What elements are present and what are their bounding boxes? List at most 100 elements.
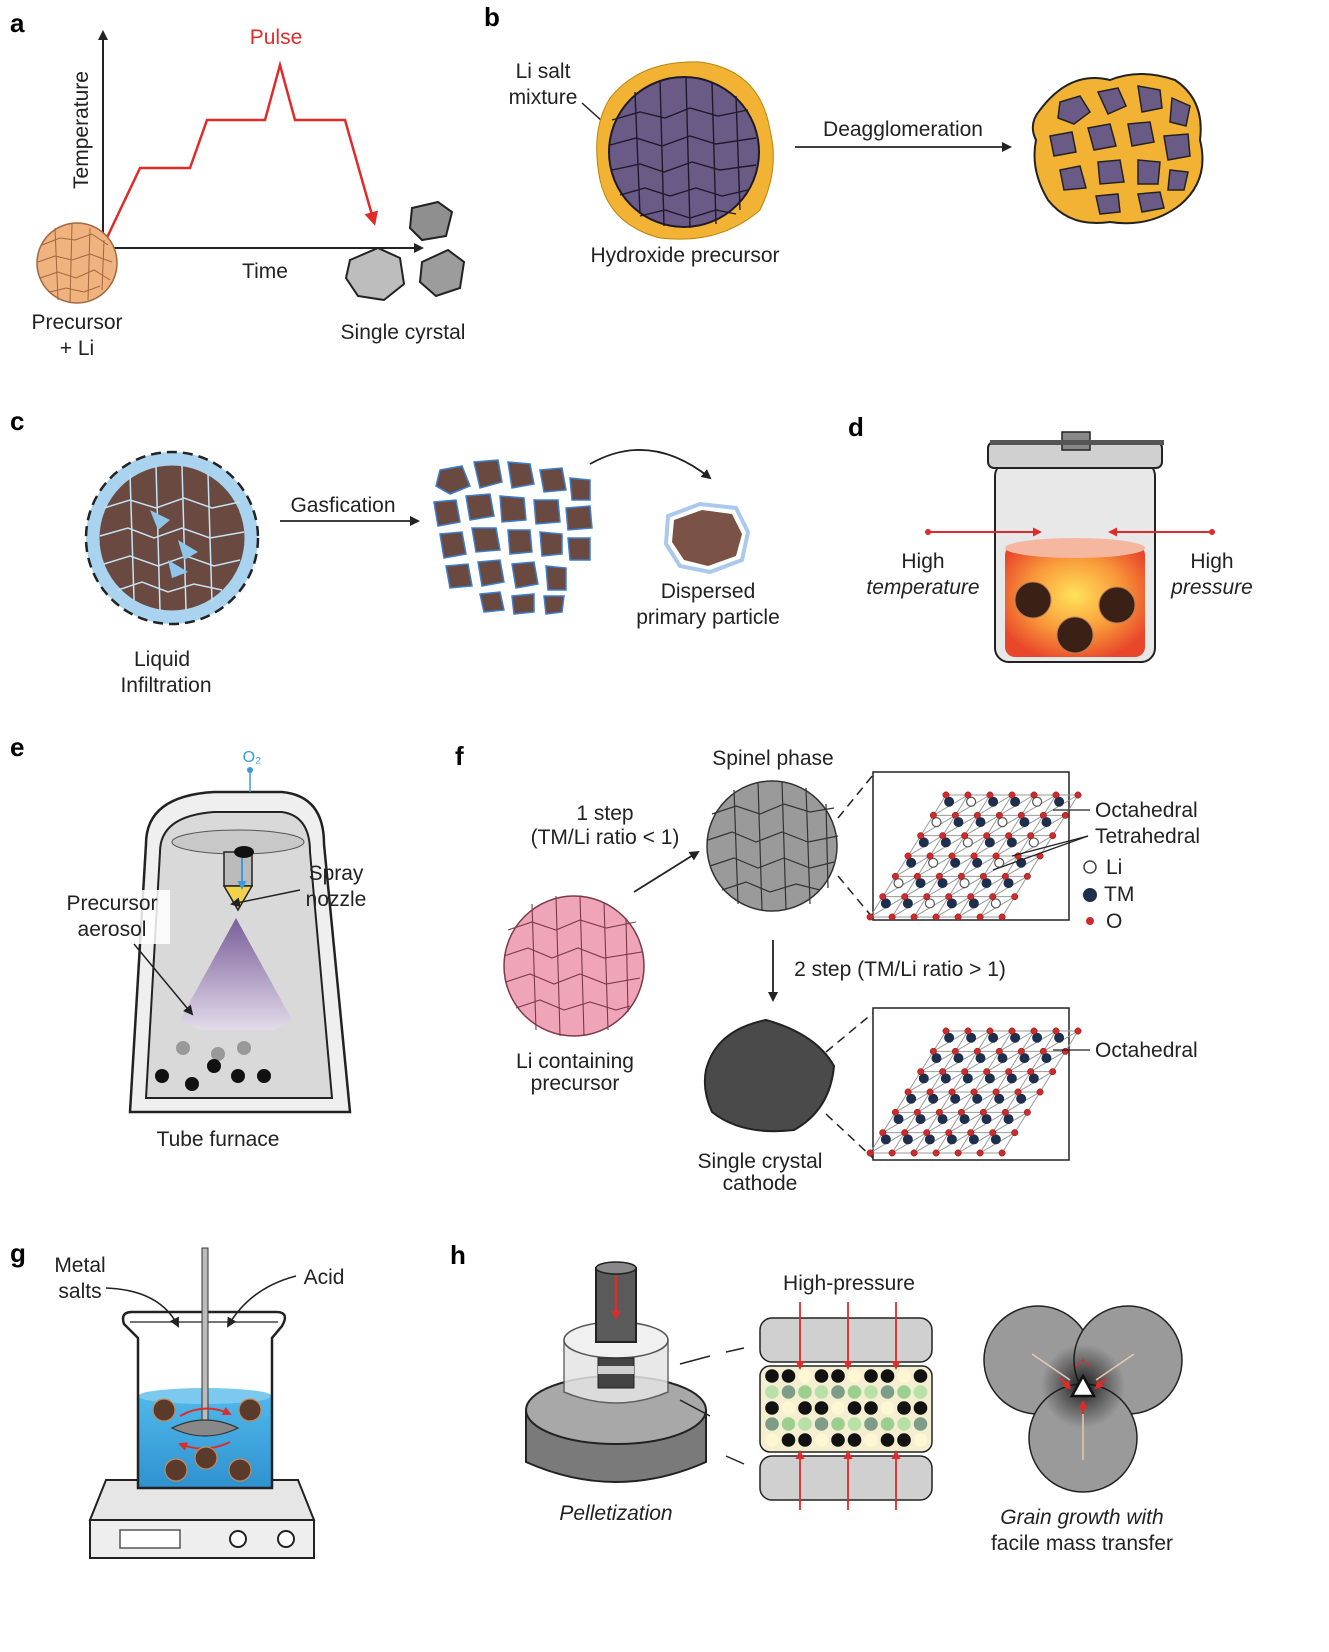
lower-die — [759, 1455, 933, 1501]
oxygen-site — [1014, 1088, 1022, 1096]
oxygen-site — [901, 893, 909, 901]
tm-site — [972, 857, 983, 868]
control-knob-2[interactable] — [277, 1530, 295, 1548]
oxygen-site — [932, 1149, 940, 1157]
tm-site — [915, 1114, 926, 1125]
liquid-infiltration-particle — [84, 450, 260, 626]
powder-particle — [814, 1385, 829, 1399]
display-panel — [119, 1529, 181, 1549]
tm-site — [994, 1093, 1005, 1104]
oxygen-site — [1027, 1068, 1035, 1076]
powder-particle — [831, 1385, 845, 1399]
powder-particle — [897, 1417, 911, 1431]
x-axis-label: Time — [242, 260, 288, 283]
tm-site — [1041, 1053, 1052, 1064]
oxygen-site — [935, 1108, 943, 1116]
oxygen-site — [1049, 1068, 1057, 1076]
tm-site — [944, 796, 955, 807]
powder-particle — [913, 1385, 928, 1399]
acid-pointer — [226, 1275, 297, 1328]
pressure-arrows — [795, 1302, 901, 1510]
control-knob-1[interactable] — [229, 1530, 247, 1548]
oxygen-site — [1074, 791, 1082, 799]
powder-particle — [880, 1433, 895, 1447]
tm-site — [918, 837, 929, 848]
panel-letter-b: b — [484, 2, 500, 32]
panel-f: f Spinel phase 1 step (TM/Li ratio < 1) … — [455, 741, 1200, 1195]
powder-particle — [765, 1385, 779, 1399]
li-site — [962, 837, 973, 848]
powder-particle — [847, 1417, 862, 1431]
salt-label-1: Li salt — [516, 60, 571, 83]
oxygen-site — [961, 832, 969, 840]
oxygen-site — [923, 1129, 931, 1137]
oxygen-site — [995, 1047, 1003, 1055]
panel-e: e O₂ Spray nozzle Precursor aerosol Tube… — [10, 732, 366, 1151]
oxygen-site — [1052, 791, 1060, 799]
precursor-label-1: Li containing — [516, 1050, 634, 1073]
oxygen-site — [945, 1129, 953, 1137]
nozzle-label-2: nozzle — [306, 888, 367, 911]
tm-site — [893, 1114, 904, 1125]
oxygen-site — [1023, 872, 1031, 880]
product-label-1: Single crystal — [698, 1150, 823, 1173]
oxygen-site — [976, 1149, 984, 1157]
oxygen-site — [945, 893, 953, 901]
oxygen-site — [929, 811, 937, 819]
tm-site — [880, 1134, 891, 1145]
powder-particle — [847, 1401, 862, 1415]
tm-site — [1016, 1093, 1027, 1104]
powder-particle — [913, 1433, 928, 1447]
oxygen-site — [910, 1149, 918, 1157]
powder-particle — [847, 1433, 862, 1447]
single-crystal-cathode-particle — [703, 1018, 836, 1133]
infiltration-label-2: Infiltration — [120, 674, 211, 697]
panel-a: a Temperature Time Pulse Precursor + Li … — [10, 8, 465, 360]
hydroxide-precursor-particle — [596, 61, 774, 240]
panel-d: d High temperature High pressure — [848, 412, 1253, 663]
li-site — [990, 898, 1001, 909]
tm-site — [1019, 1053, 1030, 1064]
aerosol-spray — [180, 918, 292, 1030]
powder-particle — [897, 1385, 911, 1399]
tm-site — [880, 898, 891, 909]
oxygen-site — [989, 1129, 997, 1137]
oxygen-site — [1017, 811, 1025, 819]
tm-site — [928, 1093, 939, 1104]
panel-letter-a: a — [10, 8, 25, 38]
temp-label-1: High — [901, 550, 944, 573]
oxygen-site — [954, 1149, 962, 1157]
oxygen-site — [1061, 1047, 1069, 1055]
oxygen-site — [917, 1068, 925, 1076]
oxygen-site — [1005, 1068, 1013, 1076]
li-site — [893, 877, 904, 889]
oxygen-site — [913, 872, 921, 880]
oxygen-site — [1027, 832, 1035, 840]
tm-site — [1019, 817, 1030, 828]
oxygen-site — [989, 893, 997, 901]
furnace-label: Tube furnace — [157, 1128, 280, 1151]
tm-site — [975, 1053, 986, 1064]
oxygen-site — [973, 1047, 981, 1055]
oxygen-site — [866, 913, 874, 921]
oxygen-site — [948, 852, 956, 860]
hotplate-stirrer — [88, 1479, 316, 1559]
oxygen-site — [967, 893, 975, 901]
li-containing-precursor-particle — [503, 895, 645, 1037]
tm-site — [984, 837, 995, 848]
octahedral-label: Octahedral — [1095, 799, 1198, 822]
tm-site — [990, 1134, 1001, 1145]
beaker — [121, 1247, 287, 1490]
nozzle-label-1: Spray — [309, 862, 364, 885]
tm-site — [906, 857, 917, 868]
tm-site — [906, 1093, 917, 1104]
li-site — [959, 877, 970, 889]
tm-site — [915, 878, 926, 889]
powder-particle — [897, 1433, 911, 1447]
tm-site — [988, 1032, 999, 1043]
li-site — [997, 817, 1008, 828]
powder-particle — [814, 1369, 829, 1383]
dispersed-label-1: Dispersed — [661, 580, 756, 603]
oxygen-site — [866, 1149, 874, 1157]
